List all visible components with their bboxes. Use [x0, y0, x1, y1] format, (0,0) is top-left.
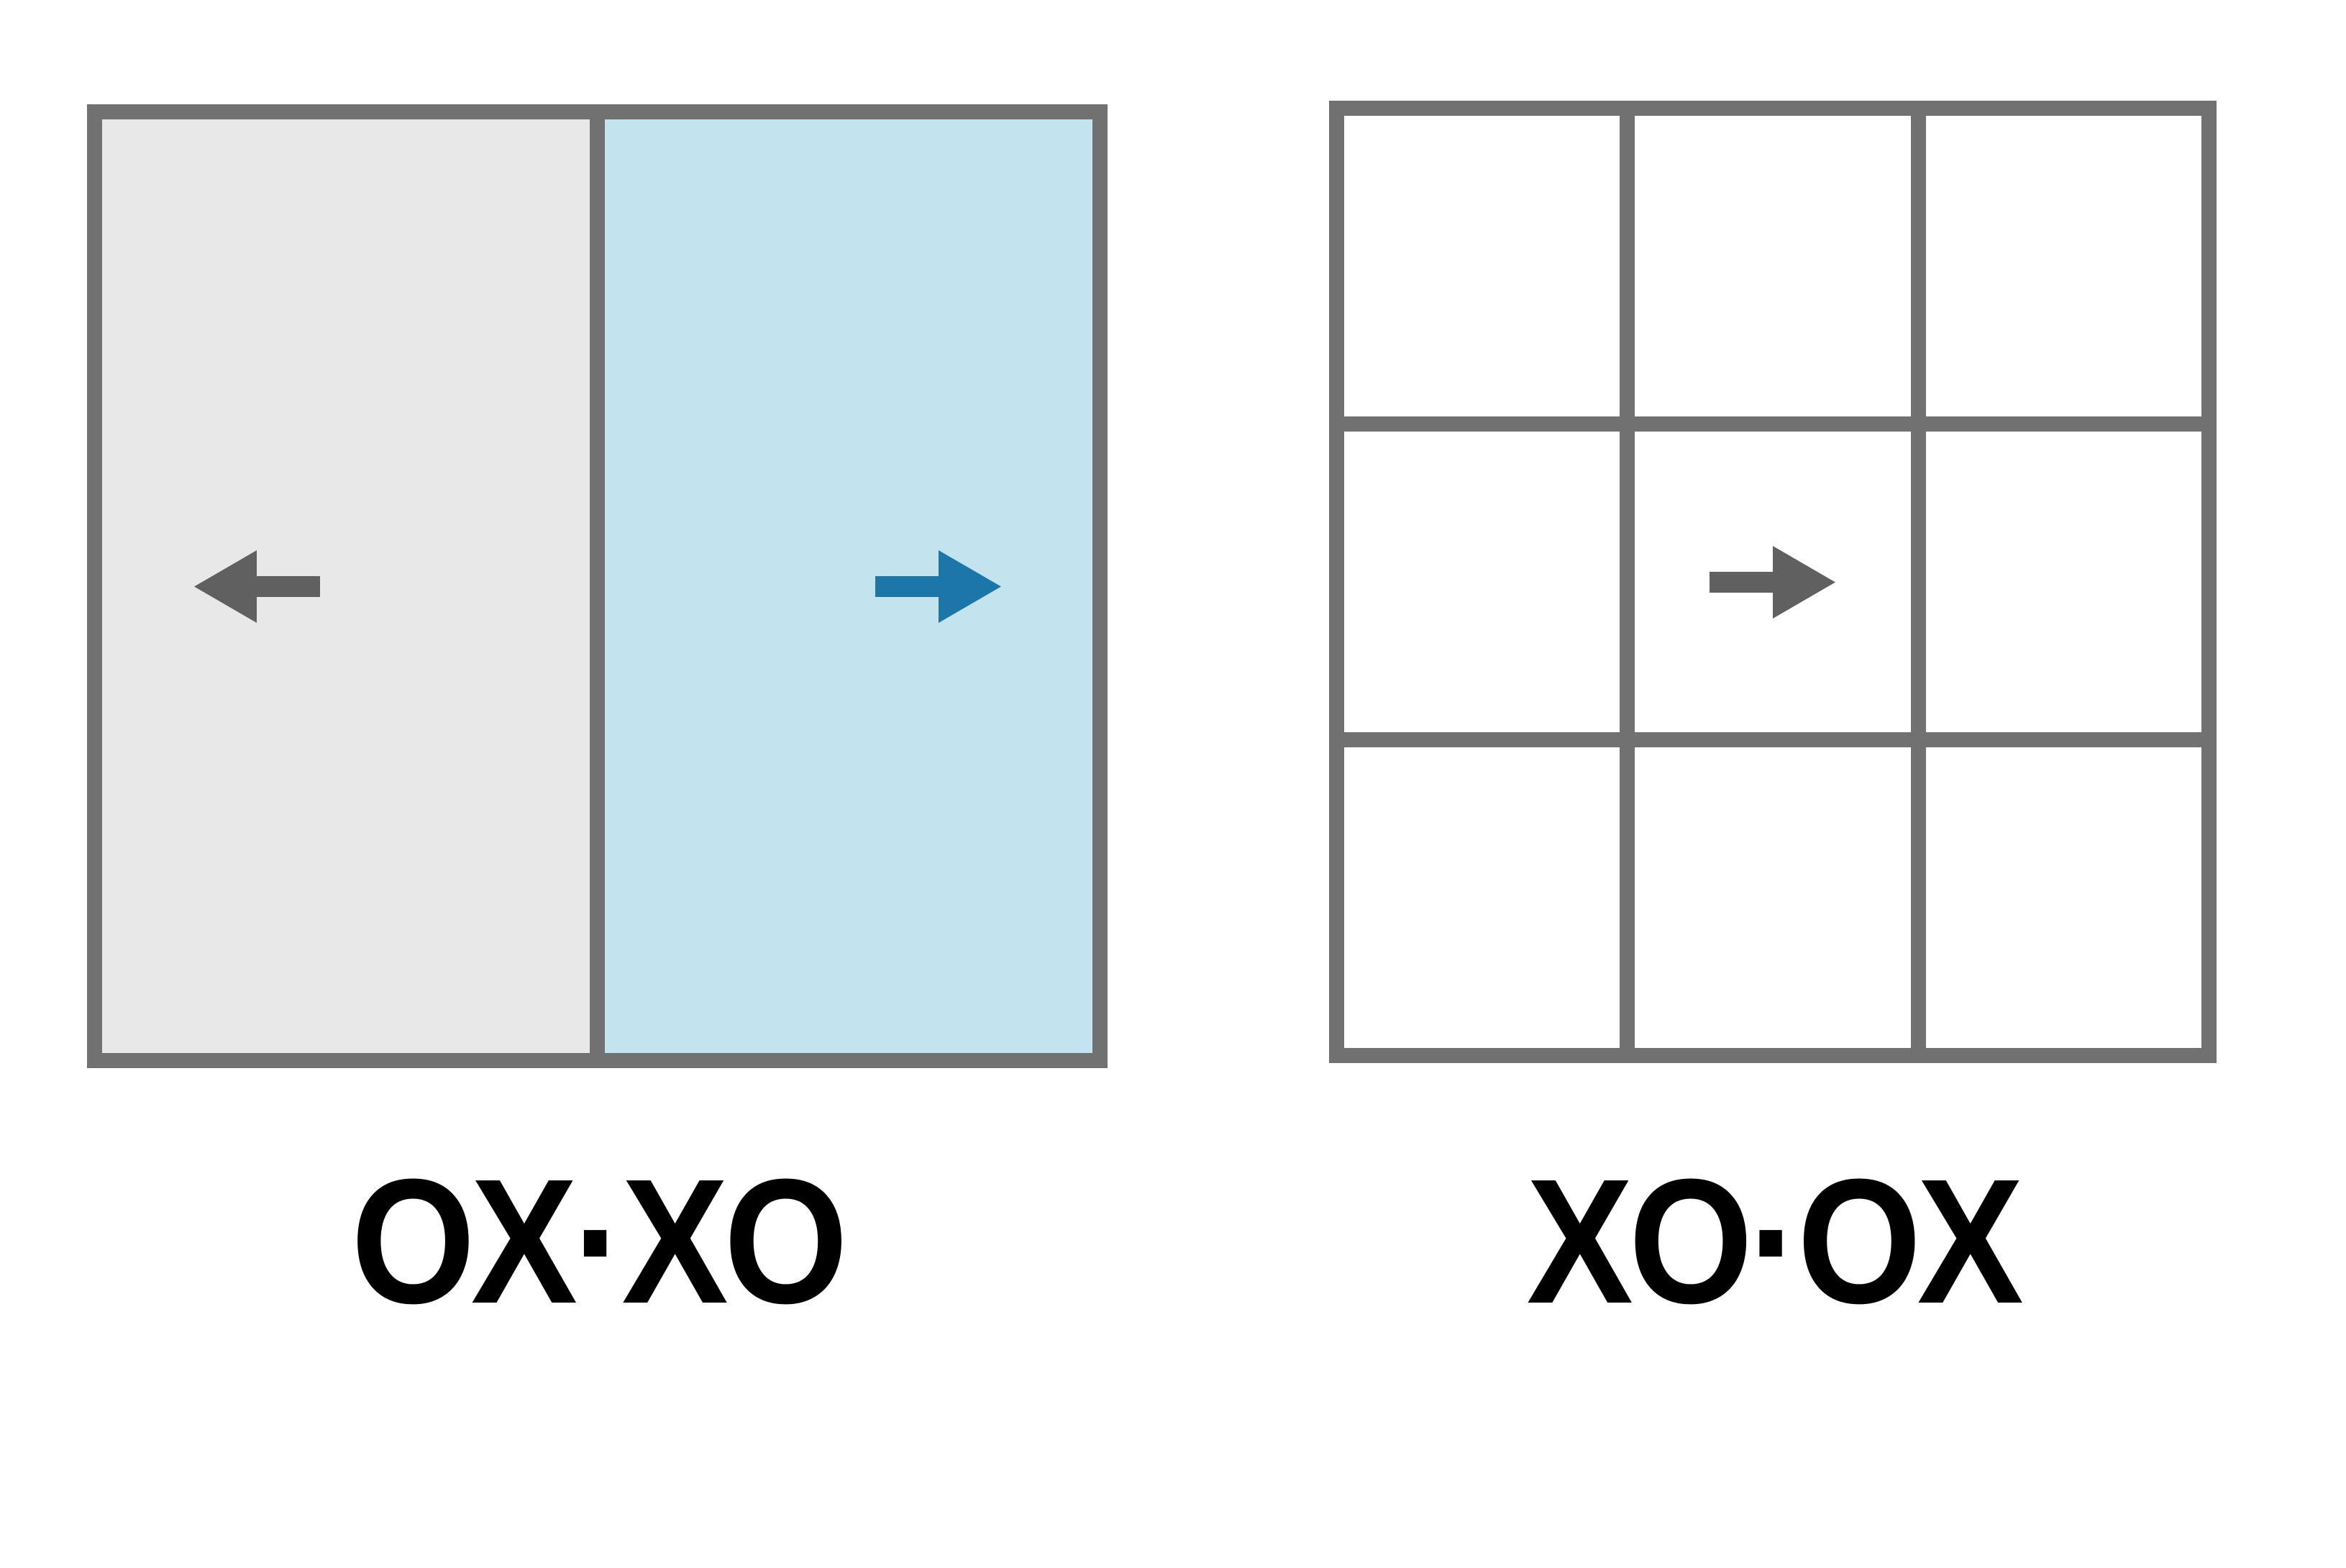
grid-cell-center — [1635, 432, 1911, 732]
two-compartment-label: OX·XO — [351, 1142, 848, 1341]
grid-cell — [1635, 747, 1911, 1048]
grid-cell — [1344, 747, 1620, 1048]
grid-cell — [1635, 116, 1911, 416]
three-by-three-grid — [1329, 101, 2217, 1063]
left-compartment — [102, 119, 590, 1053]
grid-label: XO·OX — [1526, 1142, 2024, 1341]
grid-cell — [1925, 116, 2201, 416]
right-compartment — [605, 119, 1092, 1053]
grid-cell — [1344, 432, 1620, 732]
arrow-right-icon — [875, 550, 1001, 623]
arrow-left-icon — [194, 550, 320, 623]
grid-cell — [1344, 116, 1620, 416]
grid-cell — [1925, 432, 2201, 732]
arrow-right-icon — [1710, 545, 1836, 619]
grid-cell — [1925, 747, 2201, 1048]
two-compartment-box — [87, 104, 1108, 1068]
